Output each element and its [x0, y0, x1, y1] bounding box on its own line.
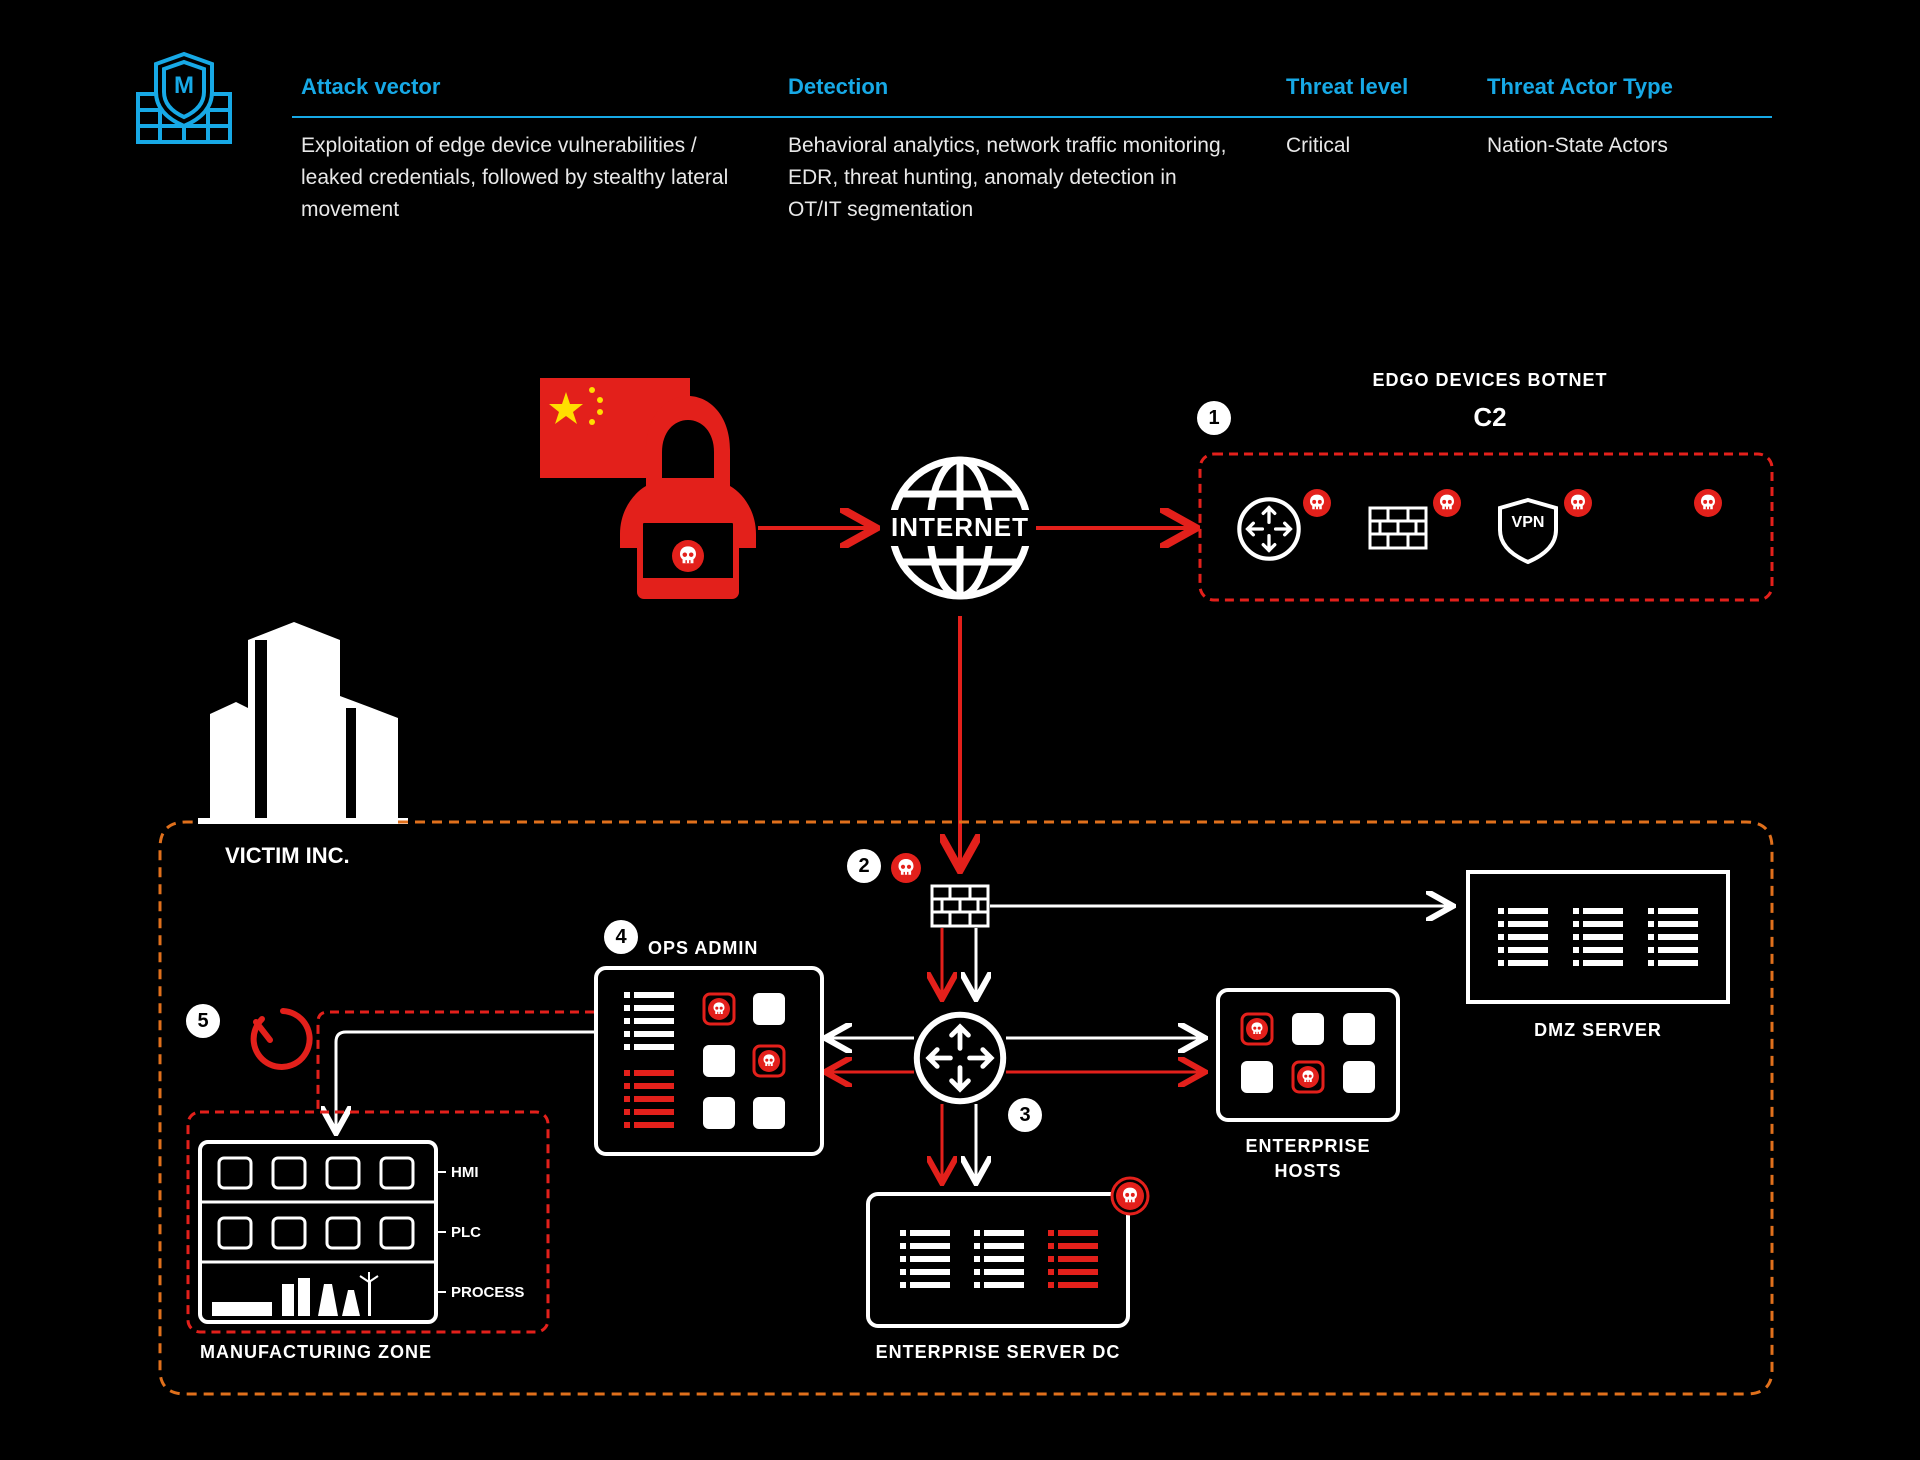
- threat-level-value: Critical: [1286, 134, 1351, 157]
- zone-layer-plc: PLC: [451, 1224, 481, 1241]
- internet-label: INTERNET: [891, 512, 1029, 542]
- header-divider: [292, 116, 1772, 118]
- header-threat-level: Threat level: [1286, 74, 1409, 99]
- header-attack-vector: Attack vector: [301, 74, 441, 99]
- enterprise-hosts-label-1: ENTERPRISE: [1245, 1136, 1371, 1156]
- victim-building-icon: [198, 622, 408, 824]
- step-badge-4: 4: [604, 920, 638, 954]
- enterprise-server-label: ENTERPRISE SERVER DC: [875, 1342, 1121, 1362]
- step-badge-5: 5: [186, 1004, 220, 1038]
- botnet-sub: C2: [1473, 402, 1507, 432]
- attack-vector-value: Exploitation of edge device vulnerabilit…: [301, 134, 729, 221]
- dmz-label: DMZ SERVER: [1534, 1020, 1662, 1040]
- industrial-process-icon: [212, 1272, 379, 1316]
- manufacturing-label: MANUFACTURING ZONE: [200, 1342, 432, 1362]
- victim-label: VICTIM INC.: [225, 843, 350, 868]
- threat-actor-type-value: Nation-State Actors: [1487, 134, 1668, 157]
- hacker-icon: [620, 396, 756, 599]
- header-detection: Detection: [788, 74, 889, 99]
- detection-value: Behavioral analytics, network traffic mo…: [788, 134, 1227, 221]
- step-badge-3: 3: [1008, 1098, 1042, 1132]
- header-threat-actor-type: Threat Actor Type: [1487, 74, 1673, 99]
- enterprise-hosts-label-2: HOSTS: [1274, 1161, 1342, 1181]
- step-badge-2: 2: [847, 849, 881, 883]
- botnet-title: EDGO DEVICES BOTNET: [1372, 370, 1608, 390]
- zone-layer-hmi: HMI: [451, 1164, 479, 1181]
- shield-firewall-logo-icon: [136, 51, 232, 144]
- step-badge-1: 1: [1197, 401, 1231, 435]
- zone-layer-process: PROCESS: [451, 1284, 525, 1301]
- vpn-label: VPN: [1511, 514, 1545, 531]
- ops-admin-label: OPS ADMIN: [648, 938, 759, 958]
- timer-icon: [250, 1008, 313, 1070]
- logo-letter: M: [174, 72, 194, 99]
